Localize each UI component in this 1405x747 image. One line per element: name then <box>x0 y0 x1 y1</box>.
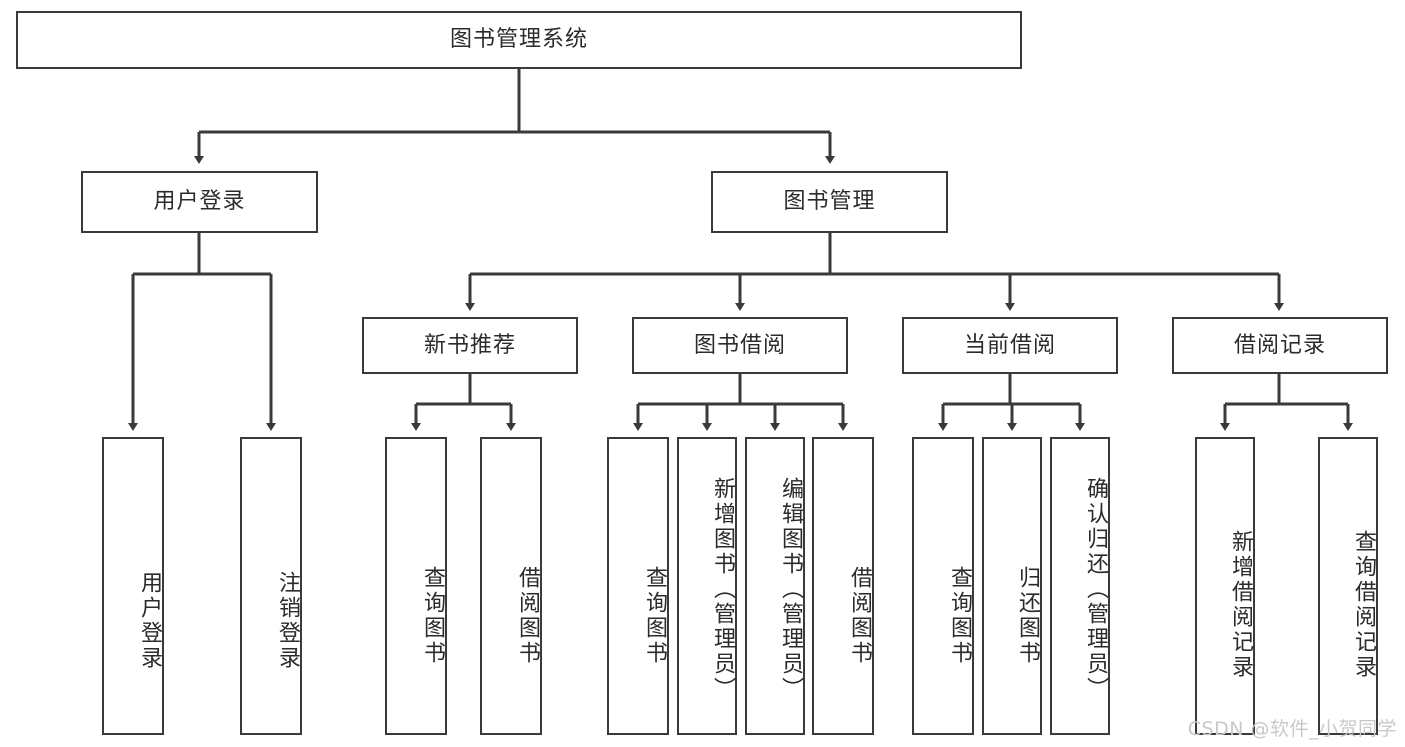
node-label: 查询借阅记录 <box>1351 530 1376 680</box>
node-label: 用户登录 <box>137 571 162 671</box>
node-current-borrow[interactable]: 当前借阅 <box>902 317 1118 374</box>
node-label: 借阅图书 <box>847 566 872 666</box>
node-label: 查询图书 <box>642 566 667 666</box>
node-root-system[interactable]: 图书管理系统 <box>16 11 1022 69</box>
node-label: 查询图书 <box>947 566 972 666</box>
node-book-management[interactable]: 图书管理 <box>711 171 948 233</box>
node-new-book-recommend[interactable]: 新书推荐 <box>362 317 578 374</box>
leaf-book-borrow-borrow[interactable]: 借阅图书 <box>812 437 874 735</box>
leaf-current-borrow-query[interactable]: 查询图书 <box>912 437 974 735</box>
leaf-borrow-record-query[interactable]: 查询借阅记录 <box>1318 437 1378 735</box>
node-label: 编辑图书（管理员） <box>778 476 803 702</box>
node-borrow-record[interactable]: 借阅记录 <box>1172 317 1388 374</box>
node-label: 图书管理系统 <box>449 27 588 53</box>
node-label: 确认归还（管理员） <box>1083 476 1108 702</box>
node-label: 用户登录 <box>153 189 246 215</box>
node-label: 当前借阅 <box>963 332 1056 358</box>
leaf-current-borrow-confirm-return[interactable]: 确认归还（管理员） <box>1050 437 1110 735</box>
leaf-new-book-query[interactable]: 查询图书 <box>385 437 447 735</box>
leaf-user-login-login[interactable]: 用户登录 <box>102 437 164 735</box>
node-label: 归还图书 <box>1015 566 1040 666</box>
leaf-borrow-record-add[interactable]: 新增借阅记录 <box>1195 437 1255 735</box>
node-user-login[interactable]: 用户登录 <box>81 171 318 233</box>
node-label: 新书推荐 <box>423 332 516 358</box>
leaf-current-borrow-return[interactable]: 归还图书 <box>982 437 1042 735</box>
node-label: 新增借阅记录 <box>1228 530 1253 680</box>
node-label: 注销登录 <box>275 571 300 671</box>
node-label: 查询图书 <box>420 566 445 666</box>
leaf-book-borrow-query[interactable]: 查询图书 <box>607 437 669 735</box>
node-label: 图书管理 <box>783 189 876 215</box>
leaf-new-book-borrow[interactable]: 借阅图书 <box>480 437 542 735</box>
leaf-book-borrow-add[interactable]: 新增图书（管理员） <box>677 437 737 735</box>
leaf-book-borrow-edit[interactable]: 编辑图书（管理员） <box>745 437 805 735</box>
node-label: 新增图书（管理员） <box>710 476 735 702</box>
leaf-user-login-logout[interactable]: 注销登录 <box>240 437 302 735</box>
node-book-borrow[interactable]: 图书借阅 <box>632 317 848 374</box>
node-label: 借阅图书 <box>515 566 540 666</box>
node-label: 图书借阅 <box>693 332 786 358</box>
node-label: 借阅记录 <box>1233 332 1326 358</box>
